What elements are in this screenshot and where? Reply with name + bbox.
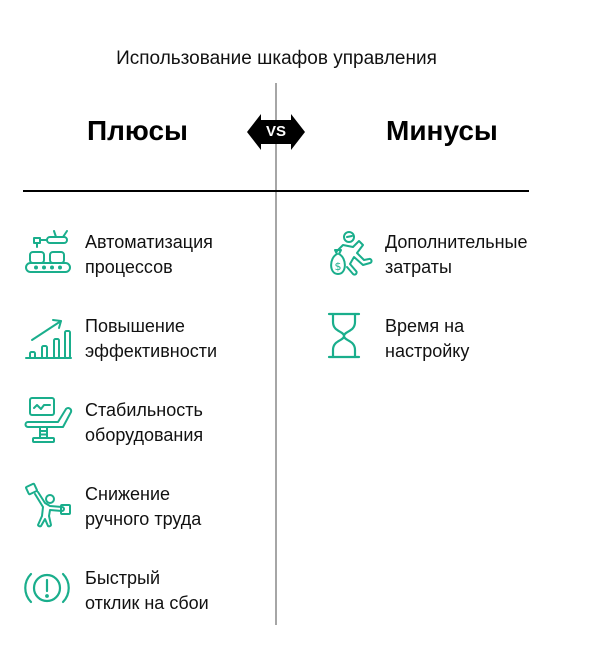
alert-icon <box>23 564 75 616</box>
svg-text:$: $ <box>335 260 342 273</box>
pros-item-stability: Стабильность оборудования <box>23 396 265 448</box>
pros-item-manual-labor: Снижение ручного труда <box>23 480 265 532</box>
cons-heading: Минусы <box>386 115 498 146</box>
pros-item-line1: Повышение <box>85 316 185 336</box>
pros-item-line1: Быстрый <box>85 568 160 588</box>
pros-item-line2: эффективности <box>85 341 218 361</box>
pros-item-line2: процессов <box>85 257 173 277</box>
pros-item-efficiency: Повышение эффективности <box>23 312 265 364</box>
growth-chart-icon <box>23 312 75 364</box>
page-title: Использование шкафов управления <box>116 48 437 69</box>
pros-item-line1: Снижение <box>85 484 171 504</box>
cons-item-extra-costs: $ Дополнительные затраты <box>323 228 565 280</box>
pros-item-automation: Автоматизация процессов <box>23 228 265 280</box>
hourglass-icon <box>323 312 375 364</box>
pros-item-fast-response: Быстрый отклик на сбои <box>23 564 265 616</box>
cons-item-line2: затраты <box>385 257 452 277</box>
cons-item-line2: настройку <box>385 341 470 361</box>
pros-item-line2: оборудования <box>85 425 204 445</box>
pros-item-line1: Стабильность <box>85 400 203 420</box>
vs-badge: VS <box>247 112 305 152</box>
pros-item-line2: ручного труда <box>85 509 202 529</box>
cons-item-setup-time: Время на настройку <box>323 312 565 364</box>
vs-hexagon-icon <box>247 114 305 150</box>
pros-item-line1: Автоматизация <box>85 232 213 252</box>
pros-item-line2: отклик на сбои <box>85 593 209 613</box>
money-bag-runner-icon: $ <box>323 228 375 280</box>
pros-heading: Плюсы <box>87 115 188 146</box>
cons-item-line1: Время на <box>385 316 465 336</box>
equipment-monitor-icon <box>23 396 75 448</box>
horizontal-divider <box>23 190 529 192</box>
conveyor-robot-icon <box>23 228 75 280</box>
vertical-divider <box>275 83 277 625</box>
vs-label: VS <box>265 123 286 140</box>
cons-item-line1: Дополнительные <box>385 232 528 252</box>
worker-carrying-icon <box>23 480 75 532</box>
